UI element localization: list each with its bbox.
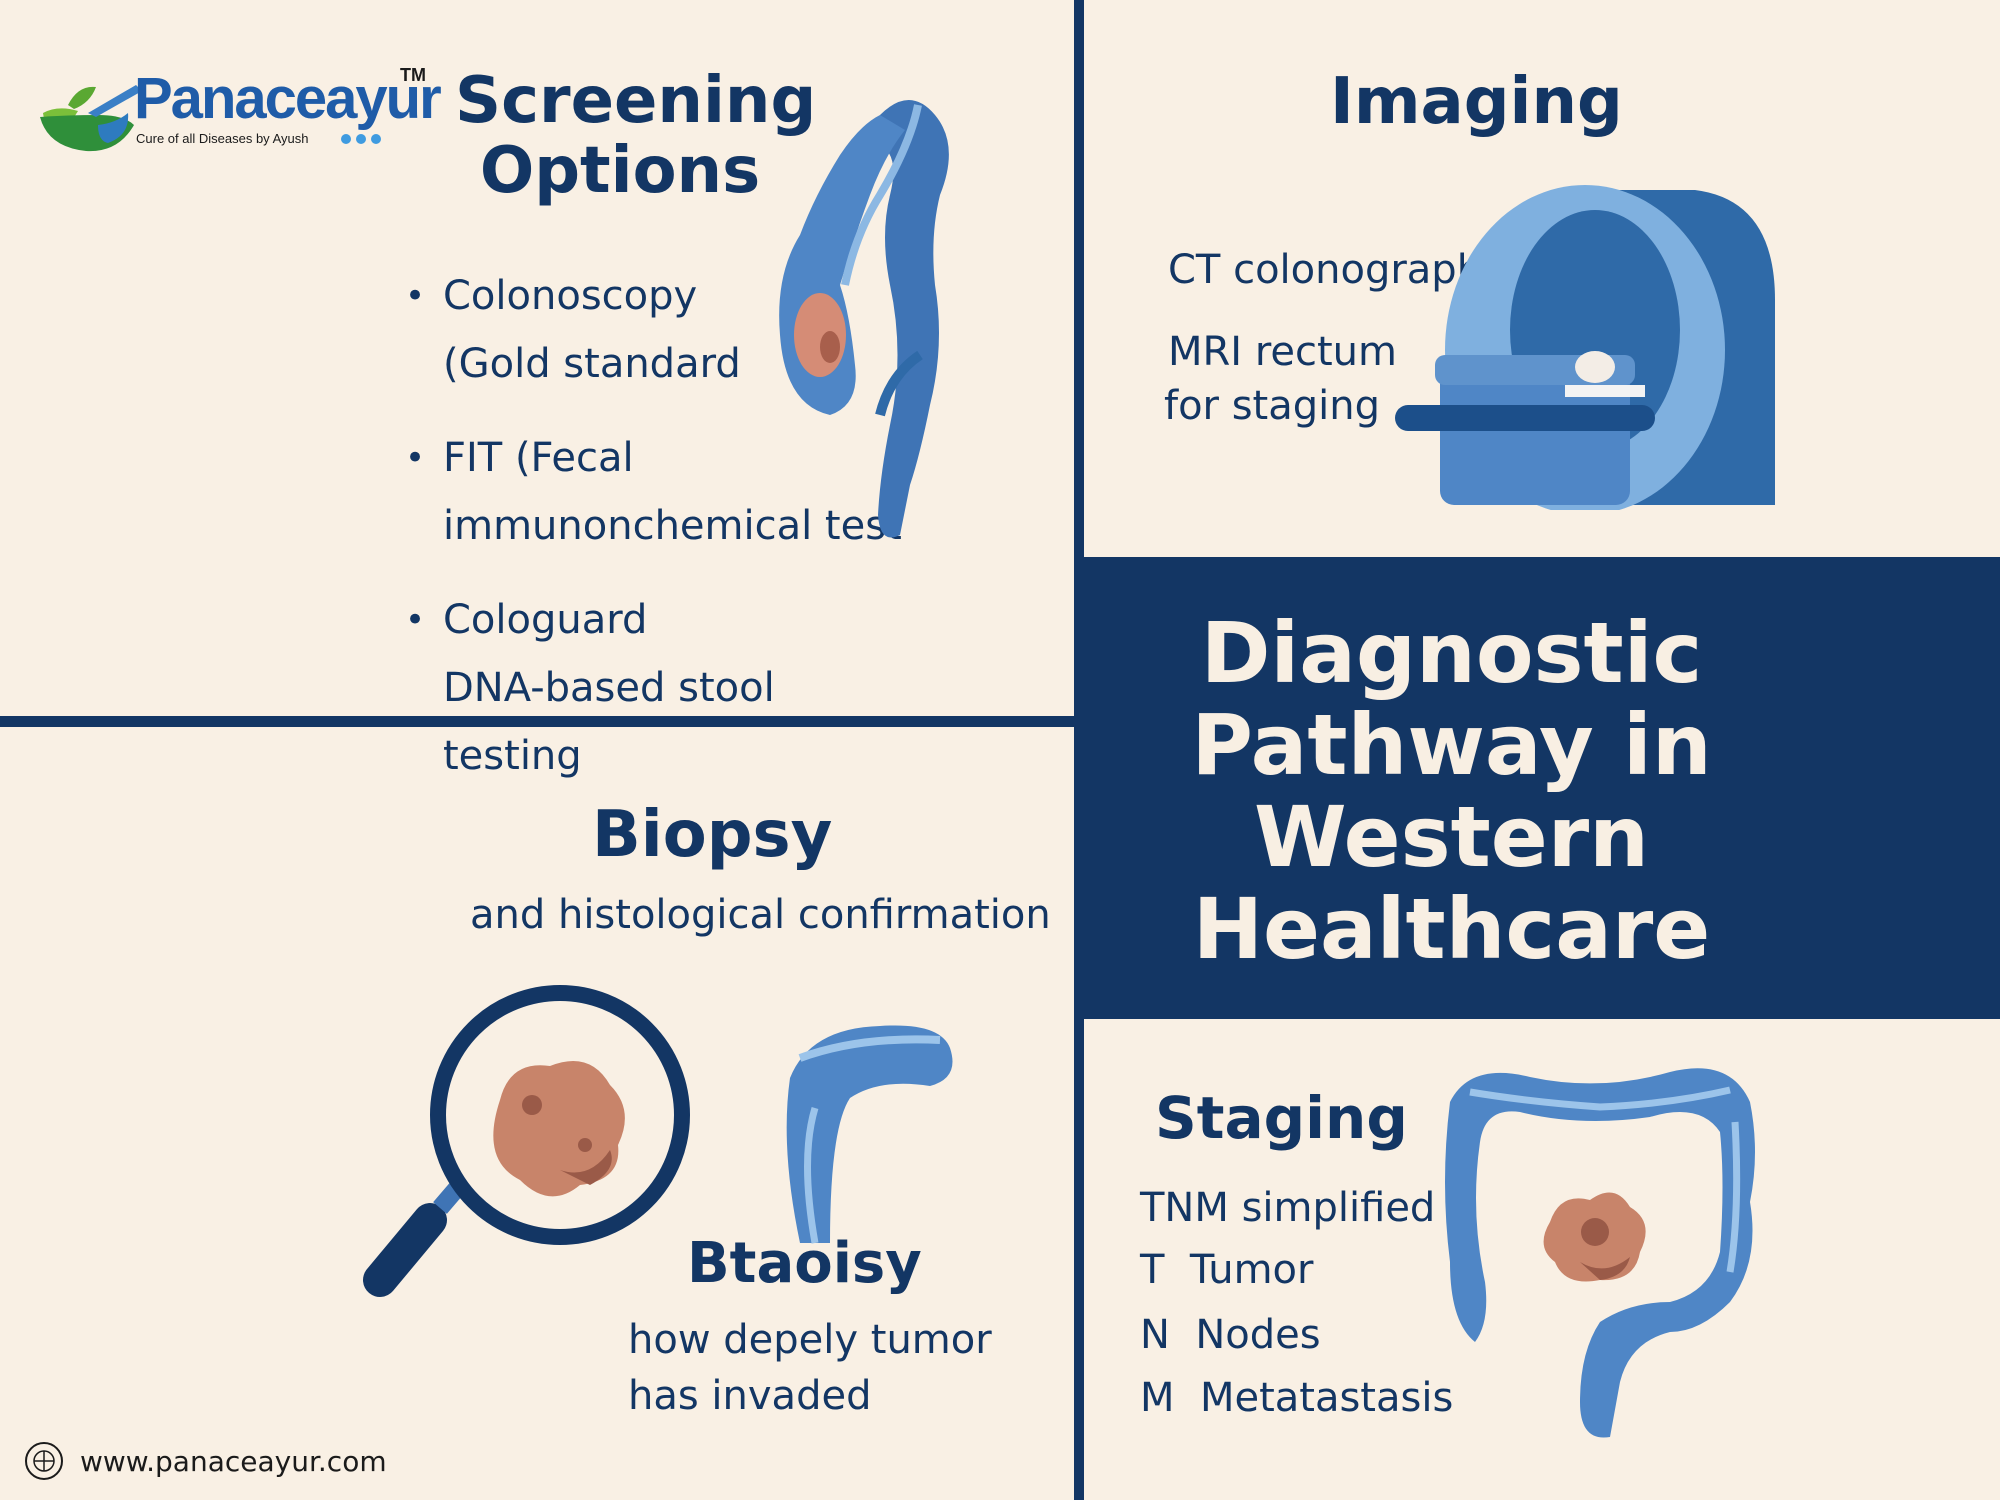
globe-icon	[25, 1442, 63, 1480]
intestine-segment-icon	[786, 1025, 953, 1244]
list-item: • Cologuard DNA-based stool testing	[405, 586, 925, 790]
divider-left-horizontal	[0, 716, 1074, 727]
logo-trademark: TM	[400, 65, 426, 85]
biopsy-label: Btaoisy	[687, 1231, 922, 1296]
logo-mortar-icon	[40, 85, 142, 152]
list-item: • FIT (Fecal immunonchemical test	[405, 424, 925, 560]
biopsy-desc-line2: has invaded	[628, 1373, 872, 1419]
bullet-icon: •	[405, 600, 426, 640]
bullet-icon: •	[405, 276, 426, 316]
biopsy-title: Biopsy	[592, 798, 833, 872]
staging-item-n: N Nodes	[1140, 1312, 1321, 1358]
colon-tumor-icon	[1445, 1068, 1755, 1438]
screening-item-1-line2: (Gold standard	[443, 341, 741, 387]
divider-vertical	[1074, 0, 1084, 1500]
imaging-item-mri-line2: for staging	[1164, 383, 1380, 429]
footer: www.panaceayur.com	[24, 1441, 387, 1481]
main-title-banner: Diagnostic Pathway in Western Healthcare	[1084, 557, 2000, 1019]
screening-item-3-line1: Cologuard	[443, 597, 648, 643]
list-item: • Colonoscopy (Gold standard	[405, 262, 925, 398]
main-title-line4: Healthcare	[1192, 880, 1711, 978]
biopsy-subtitle: and histological confirmation	[470, 892, 1051, 938]
imaging-title: Imaging	[1330, 65, 1623, 139]
main-title-line2: Pathway in	[1191, 696, 1712, 794]
magnifier-icon	[363, 985, 690, 1297]
logo-tagline: Cure of all Diseases by Ayush	[136, 131, 309, 146]
bullet-icon: •	[405, 438, 426, 478]
staging-item-m: M Metatastasis	[1140, 1375, 1454, 1421]
staging-item-tnm: TNM simplified	[1140, 1185, 1436, 1231]
screening-item-2-line1: FIT (Fecal	[443, 435, 634, 481]
screening-item-3-line2: DNA-based stool testing	[443, 665, 775, 779]
screening-list: • Colonoscopy (Gold standard • FIT (Feca…	[405, 262, 925, 816]
main-title-line3: Western	[1254, 788, 1649, 886]
screening-item-2-line2: immunonchemical test	[443, 503, 902, 549]
main-title: Diagnostic Pathway in Western Healthcare	[1084, 607, 1819, 975]
colon-icon	[779, 100, 949, 538]
imaging-item-mri-line1: MRI rectum	[1168, 329, 1397, 375]
screening-title-line2: Options	[479, 134, 761, 208]
imaging-item-ct: CT colonography	[1168, 247, 1506, 293]
main-title-line1: Diagnostic	[1200, 604, 1703, 702]
biopsy-desc-line1: how depely tumor	[628, 1317, 992, 1363]
screening-title-line1: Screening	[455, 64, 817, 138]
staging-title: Staging	[1155, 1084, 1408, 1152]
screening-title: Screening Options	[455, 64, 817, 208]
screening-item-1-line1: Colonoscopy	[443, 273, 698, 319]
mri-scanner-icon	[1395, 185, 1775, 510]
logo-dots-icon	[341, 134, 381, 144]
logo-name: Panaceayur	[134, 66, 442, 131]
brand-logo[interactable]: Panaceayur TM Cure of all Diseases by Ay…	[38, 65, 442, 160]
staging-item-t: T Tumor	[1140, 1247, 1314, 1293]
footer-url[interactable]: www.panaceayur.com	[80, 1444, 387, 1478]
